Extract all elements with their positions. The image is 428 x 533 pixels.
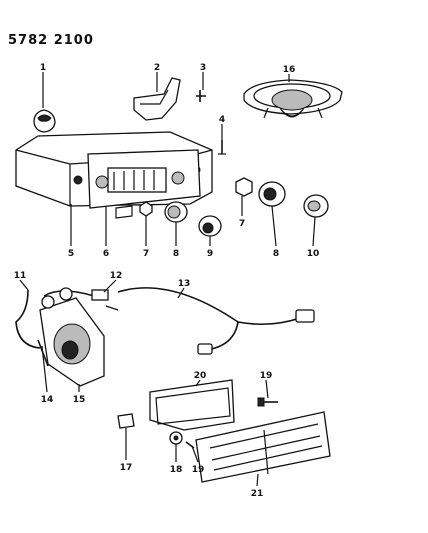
knob-part-1 <box>33 109 56 133</box>
callout-3: 3 <box>200 63 206 73</box>
bracket-part-2 <box>133 77 181 121</box>
callout-9: 9 <box>207 249 213 259</box>
callout-12: 12 <box>110 271 123 281</box>
trim-panel-part-21 <box>195 411 331 483</box>
screw-part-18 <box>169 431 183 445</box>
callout-15: 15 <box>73 395 86 405</box>
callout-2: 2 <box>154 63 160 73</box>
callout-7b: 7 <box>143 249 149 259</box>
callout-17: 17 <box>120 463 133 473</box>
callout-1: 1 <box>40 63 46 73</box>
knob-part-8a <box>164 201 188 223</box>
screw-part-4 <box>218 140 226 155</box>
knob-part-9 <box>198 215 222 237</box>
screw-part-19a <box>257 397 278 407</box>
callout-11: 11 <box>14 271 27 281</box>
nut-part-7a <box>235 177 253 197</box>
bracket-part-20 <box>149 379 235 431</box>
clip-part-3 <box>196 90 206 102</box>
callout-10: 10 <box>307 249 320 259</box>
callout-13: 13 <box>178 279 191 289</box>
callout-6: 6 <box>103 249 109 259</box>
knob-part-10 <box>303 194 329 218</box>
callout-20: 20 <box>194 371 207 381</box>
cable-part-13 <box>117 287 315 355</box>
diagram-code: 5782 2100 <box>8 33 94 48</box>
wiring-harness-part-11 <box>15 287 95 349</box>
callout-8b: 8 <box>273 249 279 259</box>
callout-7a: 7 <box>239 219 245 229</box>
speaker-part-16 <box>243 79 343 119</box>
callout-8a: 8 <box>173 249 179 259</box>
connector-part-12 <box>91 289 119 311</box>
callout-18: 18 <box>170 465 183 475</box>
callout-19b: 19 <box>192 465 205 475</box>
callout-14: 14 <box>41 395 54 405</box>
radio-faceplate-part-6 <box>87 149 201 219</box>
callout-4: 4 <box>219 115 225 125</box>
clip-part-17 <box>117 413 135 429</box>
callout-16: 16 <box>283 65 296 75</box>
nut-part-7b <box>139 201 153 217</box>
callout-19a: 19 <box>260 371 273 381</box>
leader-lines <box>19 72 316 487</box>
callout-5: 5 <box>68 249 74 259</box>
callout-21: 21 <box>251 489 264 499</box>
speaker-housing-part-15 <box>39 297 105 387</box>
callout-labels: 1 2 3 16 4 7 5 6 7 8 9 8 10 11 12 13 14 … <box>14 63 320 499</box>
knob-part-8b <box>258 181 286 207</box>
